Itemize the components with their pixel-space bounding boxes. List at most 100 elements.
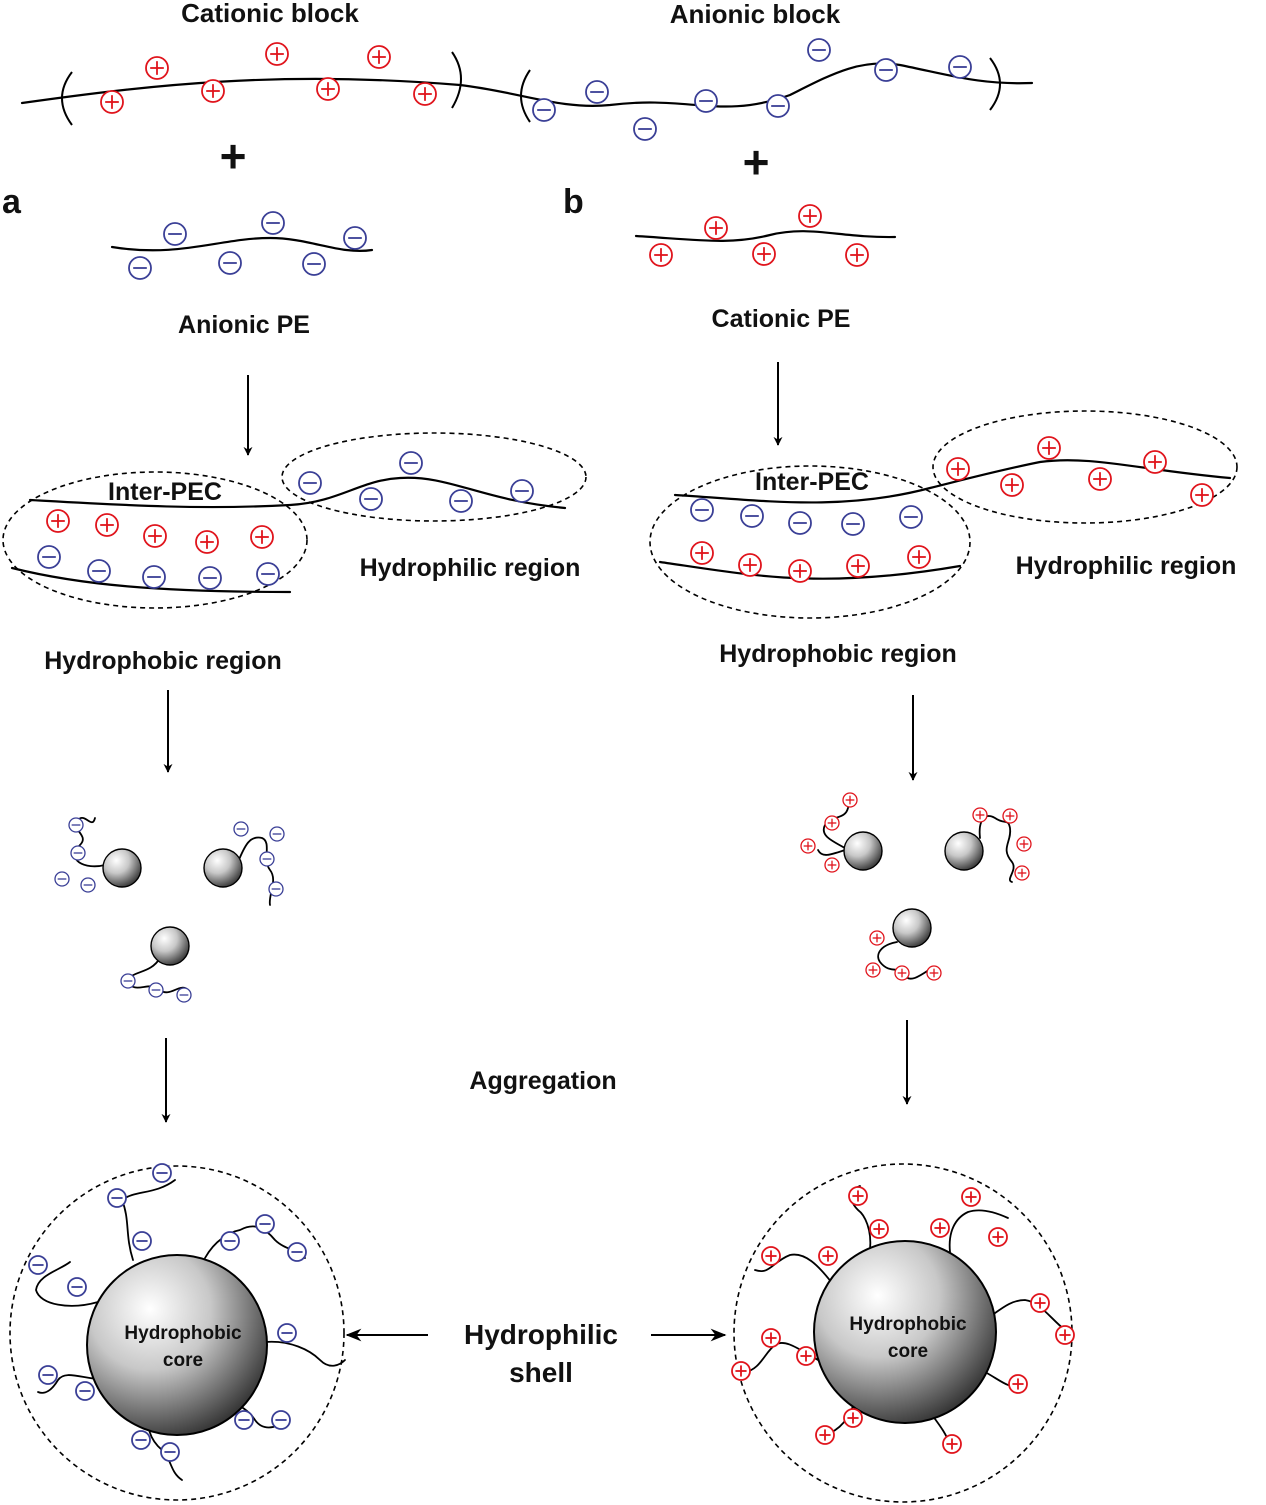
negative-charge-icon xyxy=(148,982,164,998)
negative-charge-icon xyxy=(218,251,242,275)
positive-charge-icon xyxy=(796,1346,816,1366)
positive-charge-icon xyxy=(316,77,340,101)
charge-symbols xyxy=(28,38,1214,1462)
anionic-block-label: Anionic block xyxy=(670,0,841,29)
positive-charge-icon xyxy=(1143,450,1167,474)
hydrophobic-particle xyxy=(843,831,883,871)
micelle-tail xyxy=(127,957,189,994)
inter-pec-a-lower-chain xyxy=(10,566,292,594)
negative-charge-icon xyxy=(80,877,96,893)
negative-charge-icon xyxy=(740,504,764,528)
hydrophilic-region-b-boundary xyxy=(932,410,1238,524)
small-micelle-b1 xyxy=(817,796,883,871)
positive-charge-icon xyxy=(704,216,728,240)
negative-charge-icon xyxy=(68,817,84,833)
corona-chain xyxy=(987,1299,1066,1331)
hydrophilic-region-label-a: Hydrophilic region xyxy=(360,554,581,582)
negative-charge-icon xyxy=(766,94,790,118)
hydrophilic-shell-boundary-a xyxy=(9,1165,345,1501)
anionic-pe-chain xyxy=(110,236,374,252)
hydrophilic-shell-label-line2: shell xyxy=(509,1357,573,1388)
negative-charge-icon xyxy=(449,489,473,513)
small-micelle-a2 xyxy=(203,836,274,906)
hydrophilic-shell-label-line1: Hydrophilic xyxy=(464,1319,618,1350)
positive-charge-icon xyxy=(818,1246,838,1266)
positive-charge-icon xyxy=(926,965,942,981)
negative-charge-icon xyxy=(255,1214,275,1234)
plus-sign-b: + xyxy=(743,136,770,188)
small-micelle-a3 xyxy=(127,926,190,994)
negative-charge-icon xyxy=(343,226,367,250)
positive-charge-icon xyxy=(1008,1374,1028,1394)
micelle-tail xyxy=(877,941,933,980)
positive-charge-icon xyxy=(731,1361,751,1381)
negative-charge-icon xyxy=(176,987,192,1003)
negative-charge-icon xyxy=(841,512,865,536)
positive-charge-icon xyxy=(1037,436,1061,460)
positive-charge-icon xyxy=(842,792,858,808)
micelle-tail xyxy=(978,815,1015,883)
hydrophobic-core-a xyxy=(86,1254,268,1436)
negative-charge-icon xyxy=(261,211,285,235)
cationic-pe-label: Cationic PE xyxy=(712,305,851,333)
positive-charge-icon xyxy=(367,45,391,69)
hydrophobic-particle xyxy=(150,926,190,966)
positive-charge-icon xyxy=(894,965,910,981)
positive-charge-icon xyxy=(788,559,812,583)
positive-charge-icon xyxy=(145,56,169,80)
positive-charge-icon xyxy=(413,82,437,106)
negative-charge-icon xyxy=(70,845,86,861)
positive-charge-icon xyxy=(143,524,167,548)
positive-charge-icon xyxy=(865,962,881,978)
negative-charge-icon xyxy=(67,1277,87,1297)
negative-charge-icon xyxy=(87,559,111,583)
positive-charge-icon xyxy=(195,530,219,554)
negative-charge-icon xyxy=(899,505,923,529)
positive-charge-icon xyxy=(265,42,289,66)
cationic-block-close-bracket xyxy=(451,51,462,109)
negative-charge-icon xyxy=(234,1410,254,1430)
negative-charge-icon xyxy=(220,1231,240,1251)
cationic-block-open-bracket xyxy=(61,71,73,126)
negative-charge-icon xyxy=(120,973,136,989)
positive-charge-icon xyxy=(988,1227,1008,1247)
positive-charge-icon xyxy=(961,1187,981,1207)
positive-charge-icon xyxy=(972,807,988,823)
negative-charge-icon xyxy=(198,566,222,590)
negative-charge-icon xyxy=(268,881,284,897)
positive-charge-icon xyxy=(1016,836,1032,852)
inter-pec-label-b: Inter-PEC xyxy=(755,468,869,496)
positive-charge-icon xyxy=(761,1246,781,1266)
hydrophobic-particle xyxy=(203,848,243,888)
negative-charge-icon xyxy=(269,826,285,842)
hydrophobic-core-b xyxy=(813,1240,997,1424)
copolymer-backbone xyxy=(20,62,1034,108)
positive-charge-icon xyxy=(1014,865,1030,881)
micelle-tail xyxy=(237,836,274,906)
inter-pec-region-b xyxy=(649,465,971,619)
negative-charge-icon xyxy=(37,545,61,569)
corona-chain xyxy=(35,1261,99,1307)
negative-charge-icon xyxy=(54,871,70,887)
hydrophobic-particle xyxy=(102,848,142,888)
hydrophobic-particle xyxy=(944,831,984,871)
positive-charge-icon xyxy=(100,90,124,114)
negative-charge-icon xyxy=(132,1231,152,1251)
positive-charge-icon xyxy=(907,545,931,569)
negative-charge-icon xyxy=(948,55,972,79)
negative-charge-icon xyxy=(298,471,322,495)
negative-charge-icon xyxy=(233,821,249,837)
panel-a-label: a xyxy=(2,183,22,221)
micelle-b: Hydrophobic core xyxy=(733,1163,1073,1503)
positive-charge-icon xyxy=(752,242,776,266)
positive-charge-icon xyxy=(738,553,762,577)
positive-charge-icon xyxy=(869,930,885,946)
negative-charge-icon xyxy=(107,1188,127,1208)
negative-charge-icon xyxy=(271,1410,291,1430)
micelle-tail xyxy=(73,817,106,868)
negative-charge-icon xyxy=(256,562,280,586)
positive-charge-icon xyxy=(1055,1325,1075,1345)
positive-charge-icon xyxy=(250,525,274,549)
negative-charge-icon xyxy=(142,565,166,589)
